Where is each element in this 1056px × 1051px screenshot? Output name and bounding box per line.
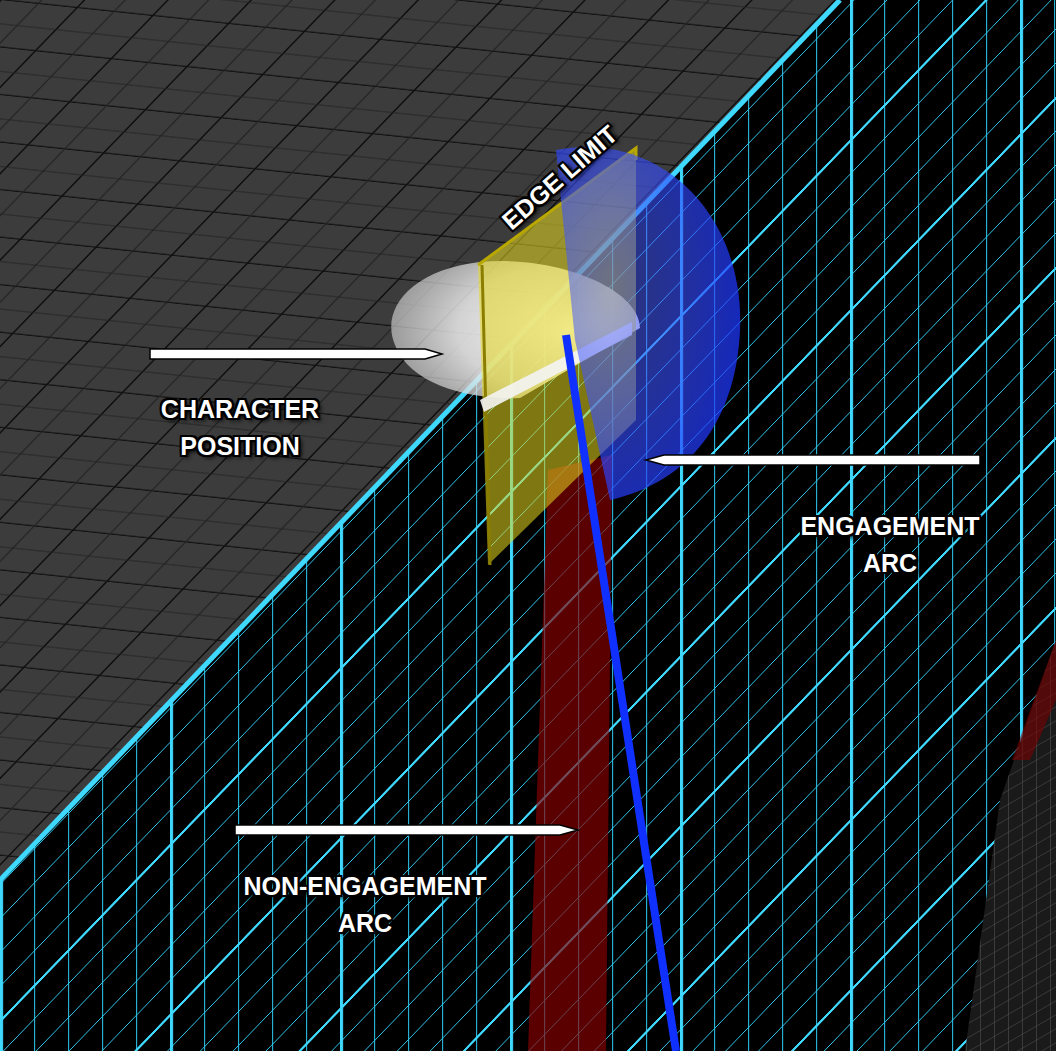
floor-shadow	[1012, 640, 1056, 760]
pointer-arrow	[235, 825, 578, 835]
callout-label: NON-ENGAGEMENT ARC	[230, 868, 500, 943]
floor	[965, 640, 1056, 1051]
pointer-arrow	[646, 455, 980, 465]
callout-label: ENGAGEMENT ARC	[788, 508, 993, 583]
engagement-ray	[566, 335, 676, 1051]
callout-label: CHARACTER POSITION	[150, 391, 330, 466]
edge-limit-border	[482, 265, 490, 565]
pointer-arrow	[150, 349, 442, 359]
wall-edge	[0, 0, 840, 880]
